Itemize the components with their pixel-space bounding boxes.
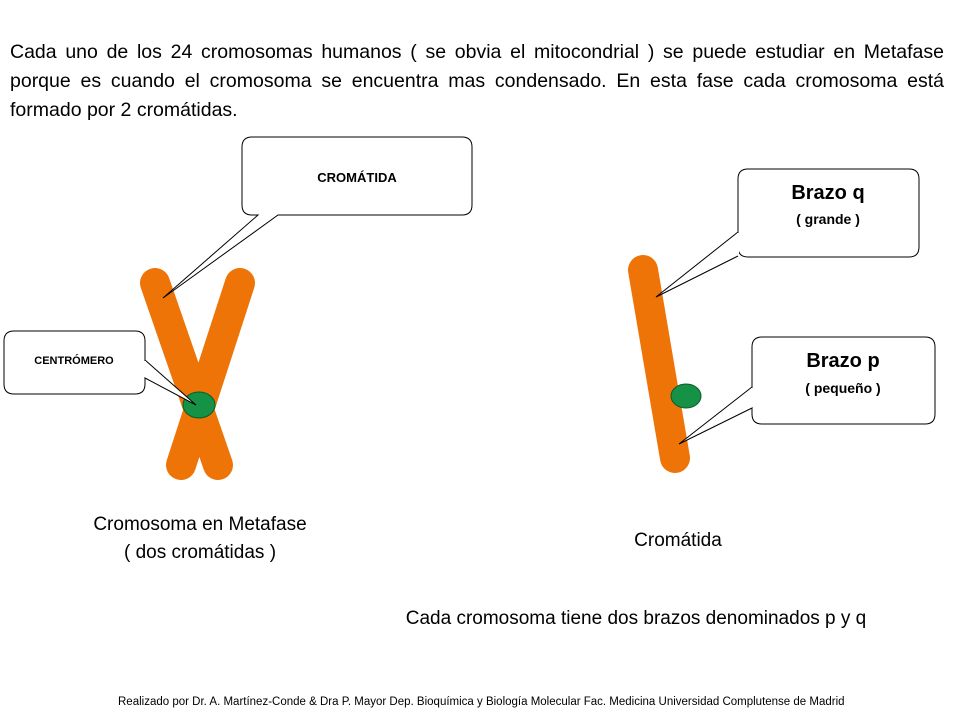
credits-footer: Realizado por Dr. A. Martínez-Conde & Dr…	[118, 696, 845, 708]
chromatid-caption: Cromátida	[634, 530, 722, 551]
metaphase-caption: Cromosoma en Metafase ( dos cromátidas )	[40, 511, 360, 567]
callout-cromatida-label: CROMÁTIDA	[317, 170, 397, 185]
arms-caption: Cada cromosoma tiene dos brazos denomina…	[405, 608, 867, 629]
callout-cromatida: CROMÁTIDA	[162, 136, 473, 299]
single-chromatid	[628, 255, 702, 473]
callout-centromero: CENTRÓMERO	[3, 330, 197, 406]
metaphase-caption-line1: Cromosoma en Metafase	[93, 514, 307, 535]
chromatid-body	[628, 255, 690, 473]
chromatid-right	[166, 268, 255, 480]
callout-centromero-label: CENTRÓMERO	[34, 354, 114, 367]
callout-brazo-p-sub: ( pequeño )	[805, 380, 880, 396]
callout-brazo-q: Brazo q ( grande )	[655, 168, 920, 298]
metaphase-caption-line2: ( dos cromátidas )	[123, 542, 277, 563]
metaphase-chromosome	[140, 268, 255, 480]
chromatid-centromere-marker	[670, 383, 702, 409]
intro-paragraph: Cada uno de los 24 cromosomas humanos ( …	[10, 41, 944, 121]
callout-brazo-p-title: Brazo p	[806, 350, 879, 372]
chromatid-left	[140, 268, 233, 480]
callout-brazo-p: Brazo p ( pequeño )	[678, 336, 936, 445]
callout-brazo-q-sub: ( grande )	[796, 211, 860, 227]
callout-brazo-q-title: Brazo q	[791, 182, 864, 204]
centromere-marker	[182, 391, 216, 419]
